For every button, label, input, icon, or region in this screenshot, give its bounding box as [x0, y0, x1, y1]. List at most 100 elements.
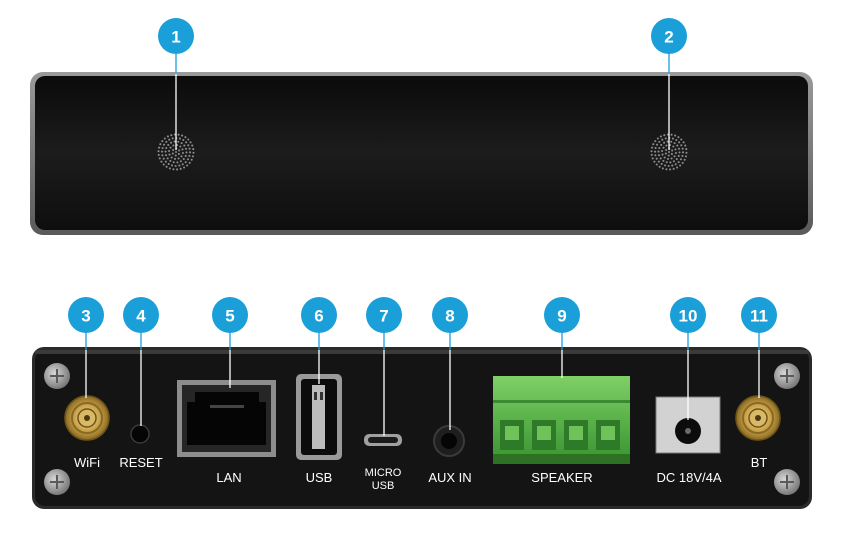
grille-hole	[653, 150, 657, 153]
callout-leader-lines-inner	[85, 350, 760, 436]
label-reset: RESET	[119, 455, 162, 470]
grille-hole	[164, 150, 167, 153]
grille-hole	[679, 164, 682, 167]
callout-2: 2	[651, 18, 687, 54]
grille-hole	[182, 139, 185, 142]
grille-hole	[671, 149, 674, 152]
grille-hole	[665, 168, 668, 171]
callout-5: 5	[212, 297, 248, 333]
grille-hole	[188, 161, 191, 164]
grille-hole	[192, 151, 195, 154]
grille-hole	[186, 158, 189, 161]
label-lan: LAN	[216, 470, 241, 485]
aux-in-jack[interactable]	[433, 425, 465, 457]
bt-antenna-connector[interactable]	[735, 395, 781, 441]
grille-hole	[163, 143, 166, 146]
micro-usb-port[interactable]	[364, 434, 402, 446]
grille-hole	[663, 134, 666, 137]
grille-hole	[185, 141, 188, 144]
grille-hole	[681, 161, 684, 164]
grille-hole	[158, 157, 161, 160]
label-usb: USB	[306, 470, 333, 485]
grille-hole	[683, 158, 686, 161]
grille-hole	[164, 154, 168, 157]
grille-hole	[165, 165, 168, 168]
reset-button[interactable]	[130, 424, 150, 444]
grille-hole	[166, 135, 169, 138]
grille-hole	[658, 146, 661, 150]
grille-hole	[672, 160, 675, 163]
grille-hole	[166, 157, 169, 160]
grille-hole	[685, 148, 688, 151]
grille-hole	[673, 142, 676, 145]
label-micro-usb-line2: USB	[372, 480, 395, 492]
callout-number: 3	[81, 307, 90, 326]
grille-hole	[677, 161, 680, 164]
grille-hole	[676, 144, 679, 147]
grille-hole	[167, 143, 170, 146]
grille-hole	[657, 160, 660, 163]
callout-1: 1	[158, 18, 194, 54]
wifi-antenna-connector[interactable]	[64, 395, 110, 441]
grille-hole	[670, 157, 673, 160]
grille-hole	[659, 157, 662, 160]
grille-hole	[664, 152, 667, 155]
grille-hole	[675, 139, 678, 142]
grille-hole	[161, 147, 164, 150]
label-aux-in: AUX IN	[428, 470, 471, 485]
corner-screw	[44, 469, 70, 495]
grille-hole	[177, 157, 180, 160]
grille-hole	[180, 142, 183, 145]
grille-hole	[165, 140, 168, 143]
grille-hole	[189, 141, 192, 144]
grille-hole	[655, 163, 658, 166]
grille-hole	[184, 147, 188, 150]
grille-hole	[182, 158, 185, 161]
grille-hole	[184, 161, 187, 164]
grille-hole	[659, 135, 662, 138]
grille-hole	[184, 136, 187, 139]
grille-hole	[178, 149, 181, 152]
left-microphone-grille	[157, 133, 195, 171]
grille-hole	[670, 133, 673, 136]
callout-number: 2	[664, 28, 673, 47]
grille-hole	[170, 134, 173, 137]
callout-3: 3	[68, 297, 104, 333]
grille-hole	[185, 151, 188, 154]
grille-hole	[674, 163, 677, 166]
grille-hole	[177, 140, 180, 143]
grille-hole	[665, 148, 668, 152]
grille-hole	[671, 164, 674, 167]
lan-port[interactable]	[177, 380, 276, 457]
grille-hole	[181, 163, 184, 166]
grille-hole	[188, 147, 191, 150]
grille-hole	[181, 151, 184, 155]
grille-hole	[176, 161, 179, 164]
grille-hole	[171, 164, 174, 167]
grille-hole	[677, 154, 680, 158]
grille-hole	[158, 146, 161, 149]
callout-9: 9	[544, 297, 580, 333]
grille-hole	[677, 136, 680, 139]
grille-hole	[173, 140, 176, 143]
grille-hole	[670, 152, 673, 156]
grille-hole	[168, 138, 171, 141]
callout-6: 6	[301, 297, 337, 333]
grille-hole	[174, 150, 178, 154]
grille-hole	[160, 150, 164, 153]
grille-hole	[678, 151, 681, 154]
grille-hole	[665, 144, 668, 147]
grille-hole	[666, 140, 669, 143]
grille-hole	[163, 137, 166, 140]
grille-hole	[651, 157, 654, 160]
usb-port[interactable]	[296, 374, 342, 460]
grille-hole	[656, 143, 659, 146]
grille-hole	[674, 134, 677, 137]
grille-hole	[179, 160, 182, 163]
grille-hole	[171, 137, 174, 140]
speaker-terminal-block[interactable]	[493, 376, 630, 464]
grille-hole	[669, 161, 672, 164]
grille-hole	[657, 150, 660, 153]
grille-hole	[670, 140, 673, 143]
